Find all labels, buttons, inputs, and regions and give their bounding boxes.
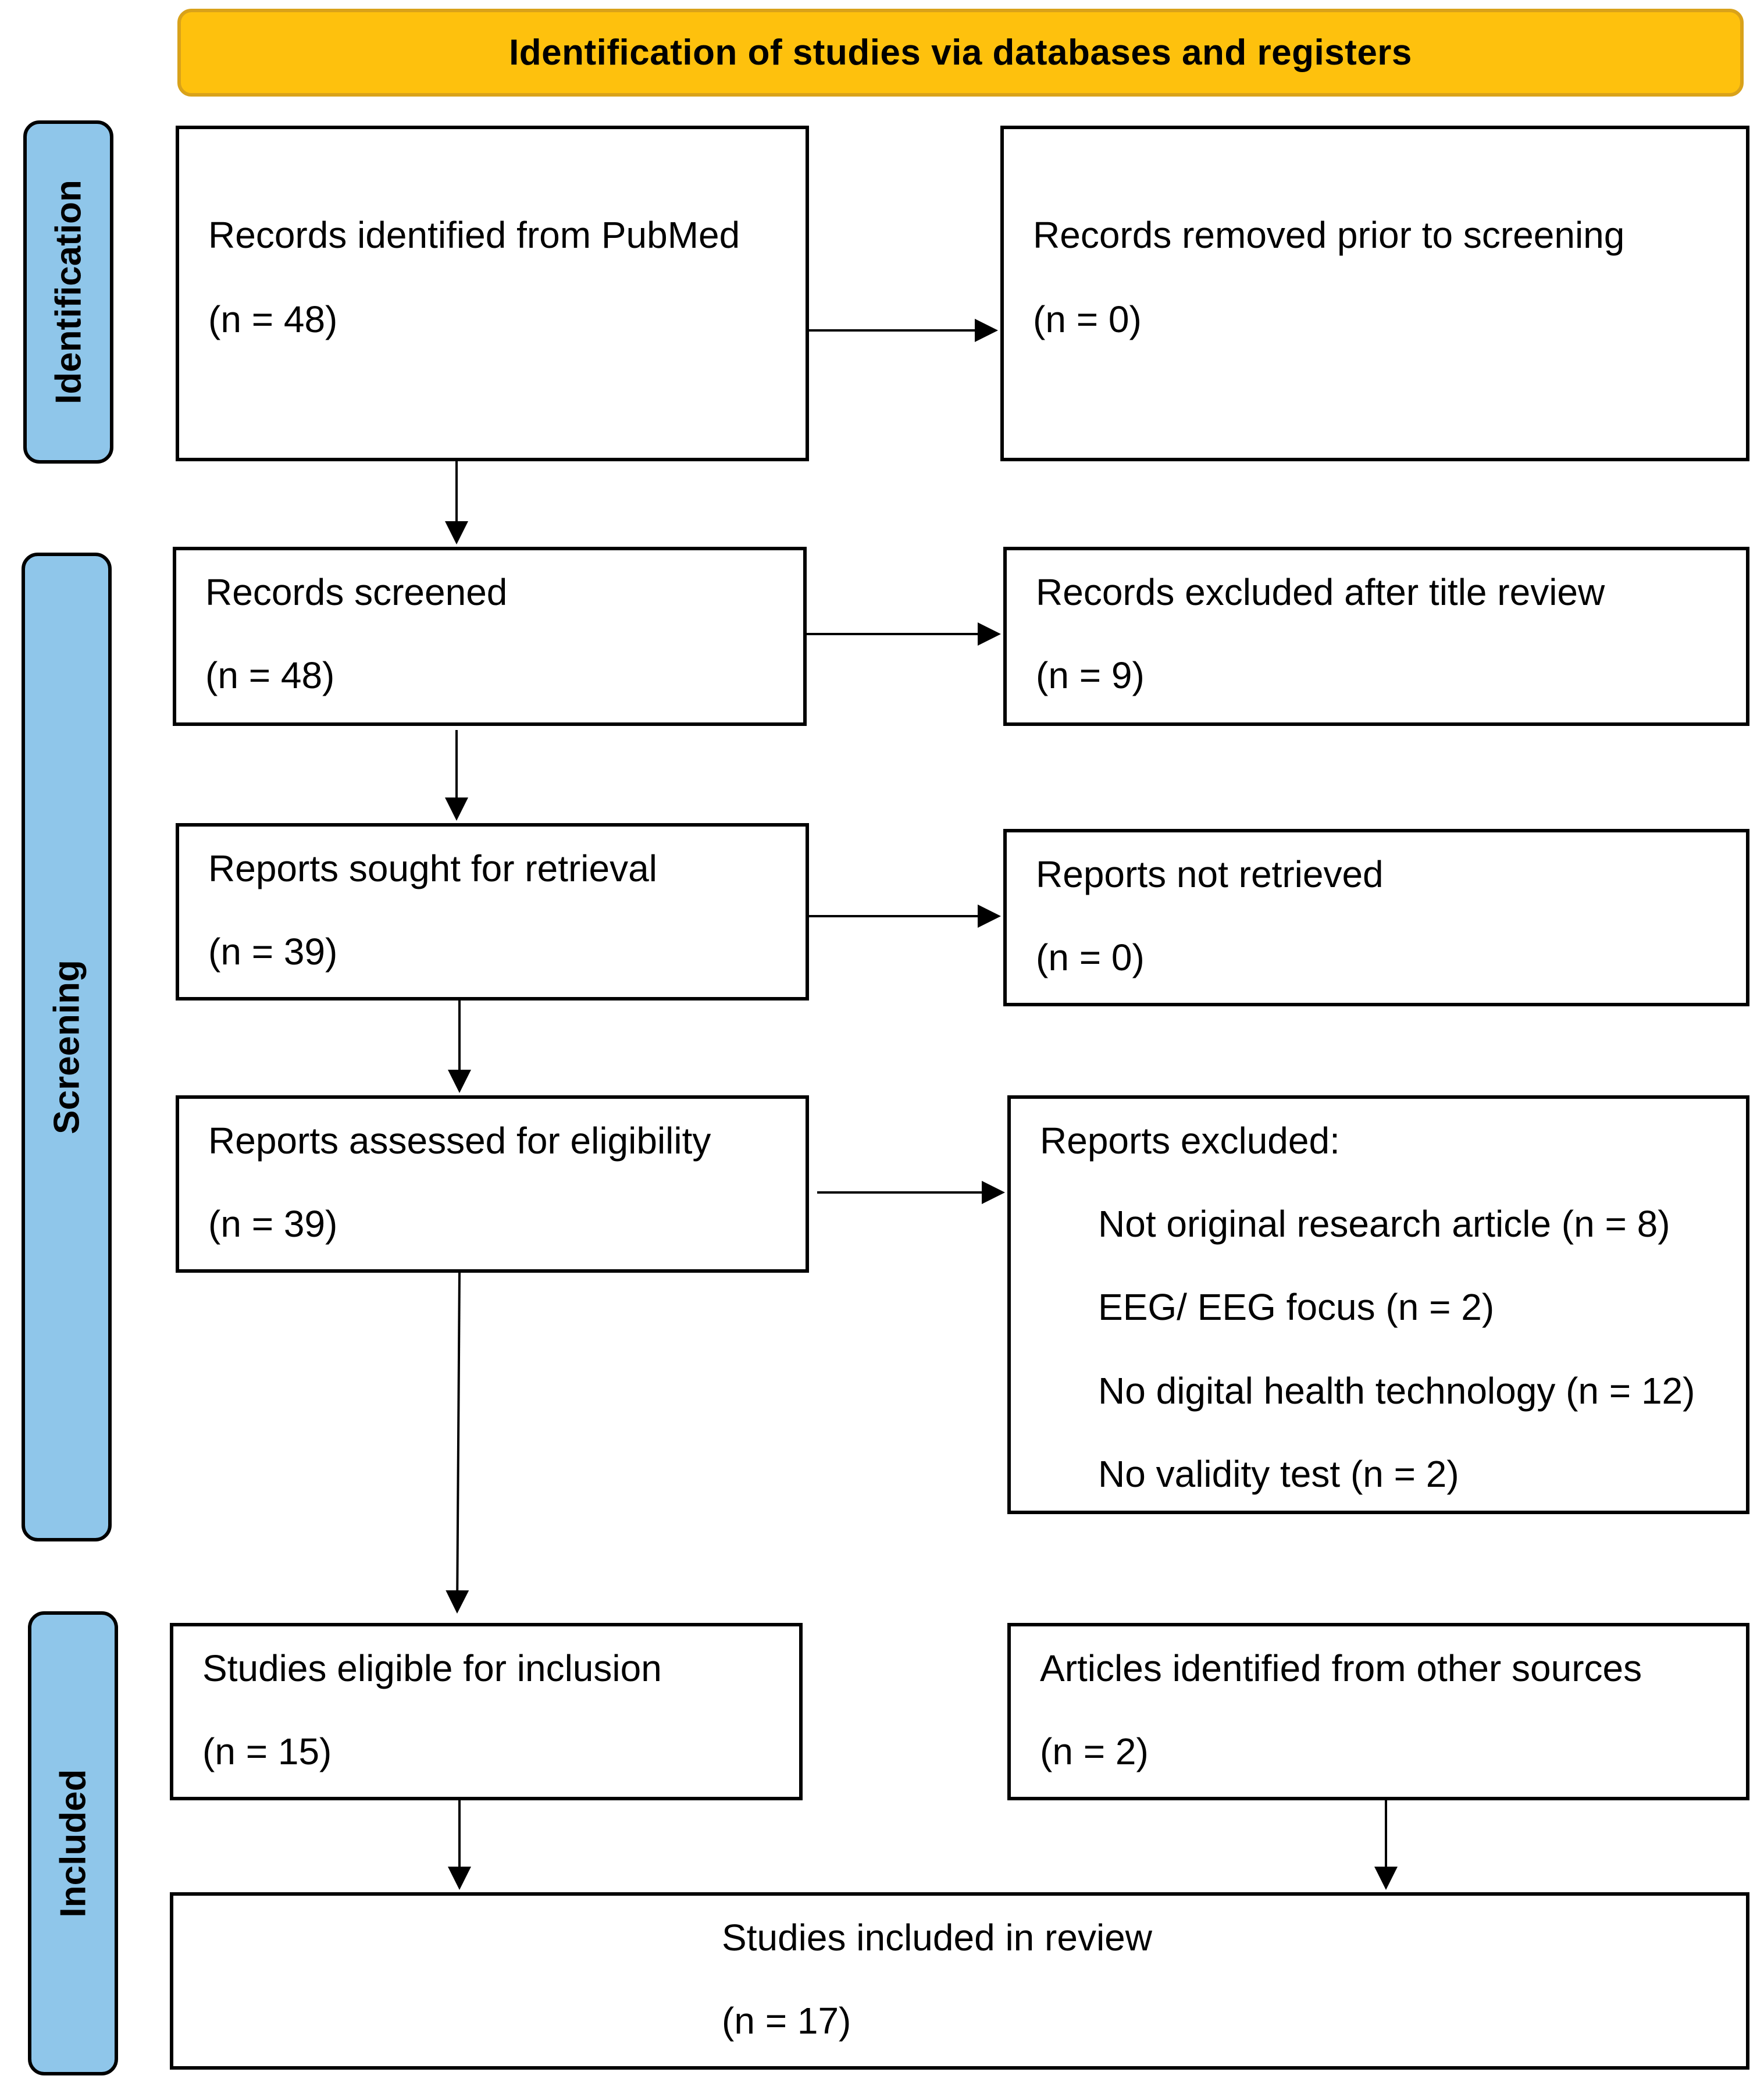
box-reports-assessed: Reports assessed for eligibility (n = 39… — [176, 1095, 809, 1273]
header-bar: Identification of studies via databases … — [177, 9, 1744, 97]
header-title: Identification of studies via databases … — [509, 33, 1412, 73]
box-count: (n = 39) — [208, 931, 338, 973]
stage-identification: Identification — [23, 120, 113, 464]
box-count: (n = 0) — [1033, 298, 1142, 340]
box-count: (n = 15) — [202, 1731, 332, 1772]
box-count: (n = 48) — [208, 298, 338, 340]
box-records-identified: Records identified from PubMed (n = 48) — [176, 126, 809, 461]
box-count: (n = 2) — [1040, 1731, 1149, 1772]
box-other-sources: Articles identified from other sources (… — [1007, 1623, 1749, 1800]
box-reports-excluded: Reports excluded: Not original research … — [1007, 1095, 1749, 1514]
exclusion-reason: No digital health technology (n = 12) — [1098, 1370, 1695, 1412]
box-records-screened: Records screened (n = 48) — [173, 547, 807, 726]
box-count: (n = 48) — [205, 654, 335, 696]
box-studies-eligible: Studies eligible for inclusion (n = 15) — [170, 1623, 803, 1800]
box-title: Records identified from PubMed — [208, 214, 740, 256]
box-title: Studies included in review — [722, 1917, 1152, 1959]
box-records-excluded-title: Records excluded after title review (n =… — [1003, 547, 1749, 726]
box-count: (n = 9) — [1036, 654, 1145, 696]
exclusion-reason: No validity test (n = 2) — [1098, 1453, 1459, 1495]
box-title: Reports not retrieved — [1036, 853, 1384, 895]
box-title: Reports excluded: — [1040, 1120, 1340, 1162]
exclusion-reason: EEG/ EEG focus (n = 2) — [1098, 1286, 1495, 1328]
box-title: Studies eligible for inclusion — [202, 1647, 662, 1689]
exclusion-reason: Not original research article (n = 8) — [1098, 1203, 1670, 1245]
box-reports-sought: Reports sought for retrieval (n = 39) — [176, 823, 809, 1001]
box-studies-included: Studies included in review (n = 17) — [170, 1892, 1749, 2070]
stage-screening: Screening — [22, 553, 112, 1541]
box-reports-not-retrieved: Reports not retrieved (n = 0) — [1003, 829, 1749, 1006]
stage-included: Included — [28, 1611, 118, 2075]
box-count: (n = 0) — [1036, 937, 1145, 978]
box-title: Records screened — [205, 571, 508, 613]
box-records-removed: Records removed prior to screening (n = … — [1000, 126, 1749, 461]
box-title: Reports assessed for eligibility — [208, 1120, 711, 1162]
box-title: Records removed prior to screening — [1033, 214, 1625, 256]
box-count: (n = 39) — [208, 1203, 338, 1245]
box-title: Articles identified from other sources — [1040, 1647, 1642, 1689]
box-title: Reports sought for retrieval — [208, 848, 657, 889]
box-count: (n = 17) — [722, 2000, 851, 2042]
arrow-assessed-to-eligible — [446, 1272, 469, 1614]
box-title: Records excluded after title review — [1036, 571, 1605, 613]
